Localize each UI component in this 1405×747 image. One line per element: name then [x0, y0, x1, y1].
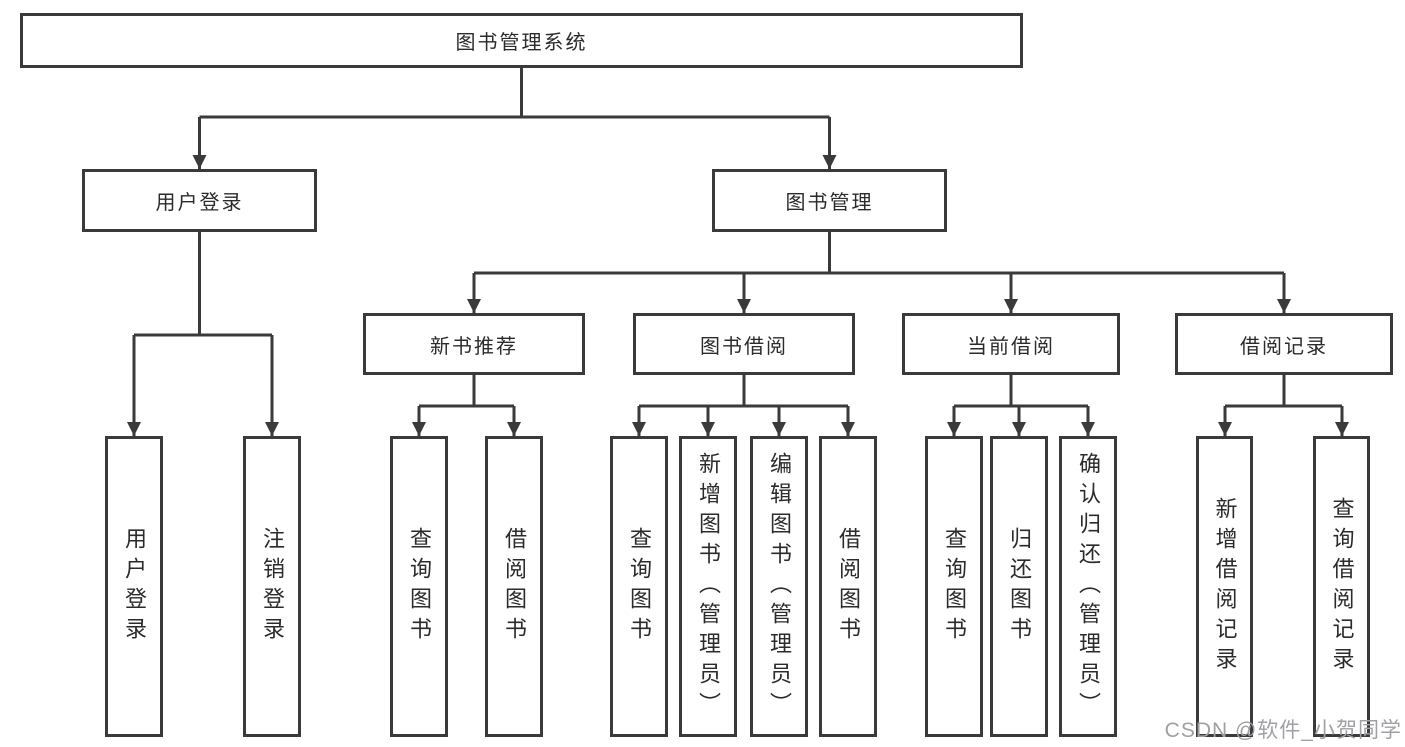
leaf-logout: 注销登录 — [243, 436, 301, 737]
watermark: CSDN @软件_小贺同学 — [1164, 719, 1402, 742]
leaf-recommend-borrow-book: 借阅图书 — [485, 436, 543, 737]
leaf-borrow-borrow-book: 借阅图书 — [819, 436, 877, 737]
leaf-records-add-record: 新增借阅记录 — [1196, 436, 1253, 737]
node-borrow-records: 借阅记录 — [1175, 313, 1393, 375]
leaf-user-login: 用户登录 — [105, 436, 163, 737]
node-book-management: 图书管理 — [712, 169, 947, 232]
leaf-records-query-record: 查询借阅记录 — [1313, 436, 1370, 737]
leaf-borrow-add-book: 新增图书（管理员） — [679, 436, 737, 737]
leaf-borrow-query-book: 查询图书 — [610, 436, 668, 737]
node-user-login: 用户登录 — [82, 169, 317, 232]
node-book-borrow: 图书借阅 — [633, 313, 855, 375]
node-root: 图书管理系统 — [20, 13, 1023, 68]
leaf-recommend-query-book: 查询图书 — [390, 436, 448, 737]
leaf-current-return-book: 归还图书 — [990, 436, 1048, 737]
leaf-borrow-edit-book: 编辑图书（管理员） — [750, 436, 808, 737]
leaf-current-confirm-return: 确认归还（管理员） — [1059, 436, 1117, 737]
leaf-current-query-book: 查询图书 — [925, 436, 983, 737]
node-current-borrow: 当前借阅 — [902, 313, 1120, 375]
node-new-book-recommend: 新书推荐 — [363, 313, 585, 375]
